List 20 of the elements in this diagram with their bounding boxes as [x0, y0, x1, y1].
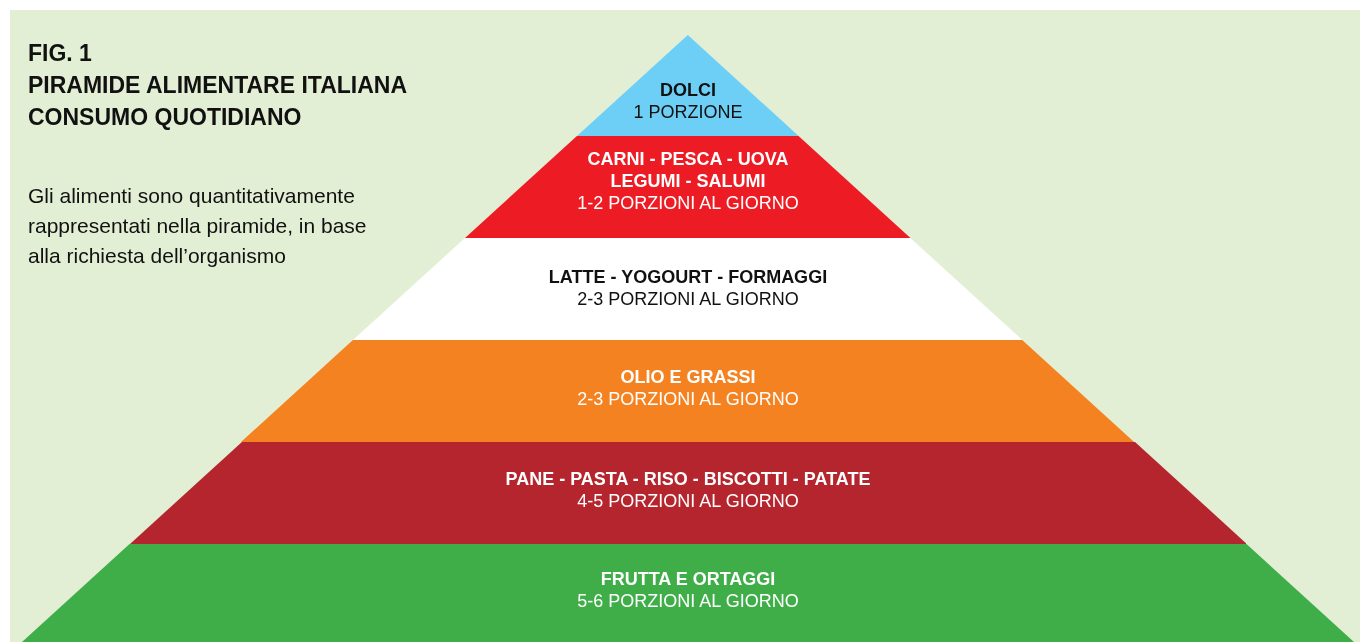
food-group-label: LATTE - YOGOURT - FORMAGGI: [548, 266, 828, 288]
food-group-label: FRUTTA E ORTAGGI: [600, 568, 776, 590]
description-text: Gli alimenti sono quantitativamente rappresentati nella piramide, in base alla richiesta dell’organismo: [28, 183, 368, 269]
portion-label: 2-3 PORZIONI AL GIORNO: [577, 388, 799, 410]
pyramid-band: [22, 544, 1354, 642]
portion-label: 1-2 PORZIONI AL GIORNO: [577, 192, 799, 214]
portion-label: 1 PORZIONE: [633, 101, 743, 123]
pyramid-band: [353, 238, 1023, 340]
pyramid-band: [465, 136, 911, 238]
food-group-label: CARNI - PESCA - UOVA LEGUMI - SALUMI: [586, 148, 790, 192]
portion-label: 4-5 PORZIONI AL GIORNO: [577, 490, 799, 512]
figure-number: FIG. 1: [28, 39, 92, 68]
title: PIRAMIDE ALIMENTARE ITALIANA CONSUMO QUOTIDIANO: [28, 71, 408, 132]
portion-label: 5-6 PORZIONI AL GIORNO: [577, 590, 799, 612]
pyramid-band: [129, 442, 1247, 544]
portion-label: 2-3 PORZIONI AL GIORNO: [577, 288, 799, 310]
food-group-label: DOLCI: [660, 79, 716, 101]
food-group-label: OLIO E GRASSI: [620, 366, 756, 388]
pyramid-band: [241, 340, 1135, 442]
food-group-label: PANE - PASTA - RISO - BISCOTTI - PATATE: [505, 468, 871, 490]
